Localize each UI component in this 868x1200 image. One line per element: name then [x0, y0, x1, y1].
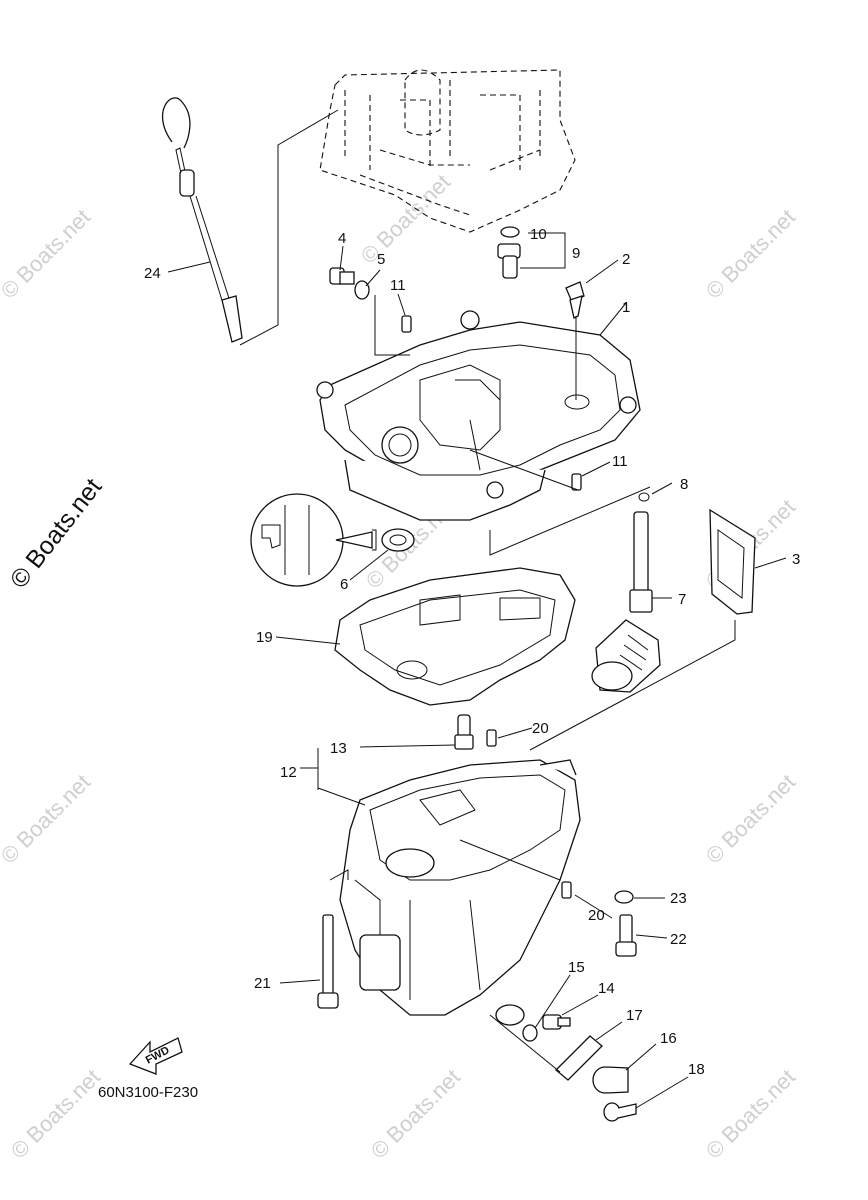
- watermark: © Boats.net: [366, 1064, 465, 1163]
- bolt-22: [615, 914, 637, 957]
- callout-15: 15: [568, 959, 585, 976]
- callout-4: 4: [338, 230, 346, 247]
- callout-16: 16: [660, 1030, 677, 1047]
- callout-17: 17: [626, 1007, 643, 1024]
- callout-22: 22: [670, 931, 687, 948]
- bolt-4: [329, 267, 355, 285]
- callout-12: 12: [280, 764, 297, 781]
- plate-17: [555, 1035, 603, 1081]
- drain-bolt-14: [542, 1014, 571, 1030]
- plug-2: [565, 281, 585, 319]
- oil-strainer-7: [591, 511, 661, 693]
- callout-24: 24: [144, 265, 161, 282]
- fitting-9: [497, 243, 521, 279]
- washer-15: [522, 1024, 538, 1042]
- callout-23: 23: [670, 890, 687, 907]
- washer-23: [614, 890, 634, 904]
- callout-21: 21: [254, 975, 271, 992]
- forward-arrow-icon: FWD: [128, 1037, 183, 1075]
- watermark: © Boats.net: [701, 204, 800, 303]
- callout-2: 2: [622, 251, 630, 268]
- callout-10: 10: [530, 226, 547, 243]
- callout-11-upper: 11: [390, 277, 406, 294]
- callout-9: 9: [572, 245, 580, 262]
- callout-19: 19: [256, 629, 273, 646]
- dowel-pin-20: [561, 881, 572, 899]
- callout-5: 5: [377, 251, 385, 268]
- dipstick: [161, 97, 243, 343]
- upper-casing-1: [316, 310, 641, 521]
- diagram-code: 60N3100-F230: [98, 1084, 198, 1101]
- washer-5: [354, 280, 370, 300]
- callout-14: 14: [598, 980, 615, 997]
- gasket-19: [334, 567, 576, 706]
- watermark: © Boats.net: [0, 769, 95, 868]
- seal-detail-view: [250, 493, 377, 587]
- o-ring-10: [500, 226, 520, 238]
- callout-7: 7: [678, 591, 686, 608]
- leader-lines: [167, 232, 787, 1109]
- callout-13: 13: [330, 740, 347, 757]
- fitting-13: [454, 714, 474, 750]
- engine-block-phantom: [319, 69, 576, 233]
- callout-3: 3: [792, 551, 800, 568]
- callout-8: 8: [680, 476, 688, 493]
- screw-18: [603, 1102, 637, 1122]
- bolt-21: [317, 914, 339, 1009]
- callout-6: 6: [340, 576, 348, 593]
- callout-numbers: 1 2 3 4 5 6 7 8 9 10 11 11 12 13 14 15 1…: [144, 226, 800, 1078]
- callout-20-lower: 20: [588, 907, 605, 924]
- oil-pan-12: [339, 759, 581, 1026]
- watermark: © Boats.net: [701, 1064, 800, 1163]
- dowel-pin-11: [401, 315, 412, 333]
- watermark: © Boats.net: [701, 769, 800, 868]
- watermark: © Boats.net: [356, 169, 455, 268]
- callout-18: 18: [688, 1061, 705, 1078]
- dowel-pin-20: [486, 729, 497, 747]
- dowel-pin-11: [571, 473, 582, 491]
- reference-line: [239, 109, 339, 346]
- plug-16: [592, 1066, 629, 1094]
- watermark: © Boats.net: [0, 204, 95, 303]
- clip-8: [638, 492, 650, 502]
- callout-11-lower: 11: [612, 453, 628, 470]
- callout-20-upper: 20: [532, 720, 549, 737]
- bracket-3: [709, 508, 756, 615]
- callout-1: 1: [622, 299, 630, 316]
- oil-seal-6: [381, 528, 415, 552]
- side-watermark: © Boats.net: [5, 473, 108, 594]
- watermark: © Boats.net: [6, 1064, 105, 1163]
